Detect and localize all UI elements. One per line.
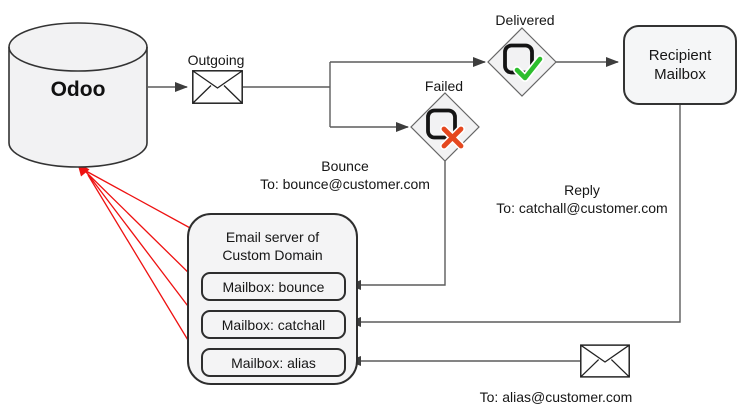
mailbox-alias: Mailbox: alias	[201, 348, 346, 377]
mailbox-catchall: Mailbox: catchall	[201, 310, 346, 339]
reply-note-address: To: catchall@customer.com	[496, 200, 668, 216]
odoo-node-label: Odoo	[50, 78, 106, 101]
mailbox-alias-label: Mailbox: alias	[231, 354, 316, 371]
bounce-note-address: To: bounce@customer.com	[260, 176, 430, 192]
outgoing-envelope-icon	[192, 70, 243, 104]
recipient-mailbox-label: Recipient Mailbox	[648, 46, 712, 84]
reply-note-title: Reply	[564, 182, 600, 198]
check-success-icon	[514, 56, 543, 81]
red-line-bounce-to-odoo	[85, 171, 201, 285]
outgoing-label: Outgoing	[187, 52, 245, 68]
recipient-mailbox-node: Recipient Mailbox	[623, 25, 737, 105]
alias-envelope-icon	[580, 344, 630, 378]
database-cylinder-icon	[8, 22, 148, 168]
bounce-note-title: Bounce	[321, 158, 369, 174]
alias-note: To: alias@customer.com	[456, 388, 656, 406]
red-line-alias-to-odoo	[87, 174, 201, 361]
failed-diamond	[410, 92, 480, 162]
connector-failed-to-bounce-mailbox	[348, 160, 446, 290]
delivered-diamond	[487, 27, 557, 97]
cross-failed-icon	[441, 126, 464, 149]
reply-note: Reply To: catchall@customer.com	[482, 181, 682, 217]
message-square-icon	[426, 108, 457, 140]
email-server-box: Email server of Custom Domain Mailbox: b…	[187, 213, 358, 385]
mailbox-bounce: Mailbox: bounce	[201, 272, 346, 301]
email-server-title: Email server of Custom Domain	[222, 229, 323, 263]
red-line-server-to-odoo	[85, 170, 193, 230]
bounce-note: Bounce To: bounce@customer.com	[245, 157, 445, 193]
failed-label: Failed	[424, 78, 464, 94]
red-return-arrows	[77, 162, 201, 361]
alias-note-address: To: alias@customer.com	[479, 389, 633, 405]
mailbox-bounce-label: Mailbox: bounce	[222, 278, 325, 295]
delivered-label: Delivered	[495, 12, 555, 28]
mailbox-catchall-label: Mailbox: catchall	[221, 316, 326, 333]
red-line-catchall-to-odoo	[86, 172, 201, 323]
connector-recipient-reply-to-catchall-mailbox	[348, 105, 681, 327]
